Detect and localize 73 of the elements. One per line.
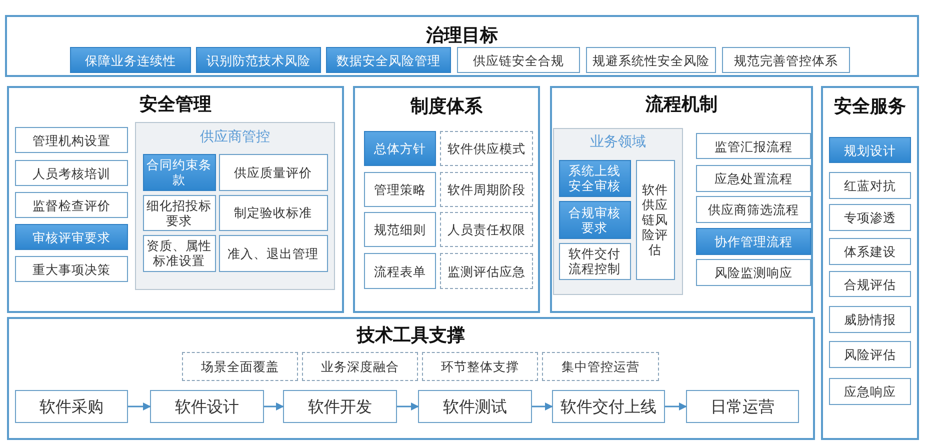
section-panel: [353, 86, 540, 313]
arrow: [264, 402, 284, 410]
item-box: 软件交付流程控制: [558, 242, 630, 280]
arrow: [128, 402, 151, 410]
panel-heading: 供应商管控: [199, 128, 271, 146]
item-box: 威胁情报: [829, 306, 911, 333]
item-box: 规范细则: [364, 212, 436, 247]
item-box: 软件供应链风险评估: [636, 160, 674, 280]
item-box: 体系建设: [829, 238, 911, 265]
section-panel: [7, 317, 815, 440]
item-box: 规划设计: [829, 137, 911, 163]
item-box: 保障业务连续性: [70, 47, 191, 73]
item-box: 供应商筛选流程: [696, 196, 811, 223]
group-panel: [135, 122, 335, 290]
dashed-box: 环节整体支撑: [422, 352, 538, 381]
panel-heading: 安全服务: [833, 95, 907, 118]
item-box: 合规评估: [829, 271, 911, 297]
item-box: 规范完善管控体系: [722, 47, 850, 73]
stage-box: 软件测试: [418, 390, 532, 423]
panel-heading: 安全管理: [138, 93, 212, 116]
arrow: [532, 402, 553, 410]
item-box: 应急处置流程: [696, 165, 811, 192]
stage-box: 软件采购: [15, 390, 128, 423]
arrow: [665, 402, 687, 410]
item-box: 准入、退出管理: [218, 234, 328, 272]
item-box: 供应链安全合规: [457, 47, 580, 73]
dashed-box: 集中管控运营: [542, 352, 659, 381]
dashed-box: 软件供应模式: [440, 131, 533, 166]
item-box: 专项渗透: [829, 204, 911, 231]
item-box: 监督检查评价: [15, 192, 128, 218]
item-box: 系统上线安全审核: [558, 160, 630, 196]
item-box: 合规审核要求: [558, 200, 630, 238]
item-box: 资质、属性标准设置: [142, 234, 216, 272]
dashed-box: 场景全面覆盖: [182, 352, 298, 381]
item-box: 流程表单: [364, 253, 436, 289]
stage-box: 软件设计: [150, 390, 264, 423]
item-box: 协作管理流程: [696, 228, 811, 255]
item-box: 风险监测响应: [696, 259, 811, 286]
item-box: 红蓝对抗: [829, 172, 911, 199]
item-box: 细化招投标要求: [142, 194, 216, 230]
panel-heading: 技术工具支撑: [356, 324, 466, 347]
item-box: 应急响应: [829, 378, 911, 405]
item-box: 识别防范技术风险: [196, 47, 321, 73]
item-box: 总体方针: [364, 131, 436, 166]
item-box: 规避系统性安全风险: [586, 47, 716, 73]
section-panel: [550, 86, 813, 313]
item-box: 管理机构设置: [15, 127, 128, 153]
item-box: 合同约束条款: [142, 154, 216, 190]
panel-heading: 制度体系: [409, 95, 484, 118]
stage-box: 软件交付上线: [552, 390, 665, 423]
section-panel: [821, 86, 919, 440]
stage-box: 软件开发: [283, 390, 397, 423]
item-box: 管理策略: [364, 172, 436, 207]
panel-heading: 流程机制: [644, 93, 718, 116]
arrow: [397, 402, 419, 410]
item-box: 风险评估: [829, 341, 911, 368]
item-box: 审核评审要求: [15, 224, 128, 250]
group-panel: [553, 128, 683, 295]
section-panel: [7, 86, 344, 313]
dashed-box: 业务深度融合: [302, 352, 418, 381]
stage-box: 日常运营: [686, 390, 799, 423]
item-box: 制定验收标准: [218, 194, 328, 230]
item-box: 监管汇报流程: [696, 133, 811, 159]
dashed-box: 监测评估应急: [440, 253, 533, 289]
item-box: 重大事项决策: [15, 256, 128, 282]
panel-heading: 业务领域: [589, 133, 647, 151]
panel-heading: 治理目标: [425, 24, 499, 47]
dashed-box: 软件周期阶段: [440, 172, 533, 207]
item-box: 供应质量评价: [218, 154, 328, 190]
dashed-box: 人员责任权限: [440, 212, 533, 247]
item-box: 人员考核培训: [15, 160, 128, 186]
section-panel: [5, 15, 919, 77]
item-box: 数据安全风险管理: [326, 47, 451, 73]
